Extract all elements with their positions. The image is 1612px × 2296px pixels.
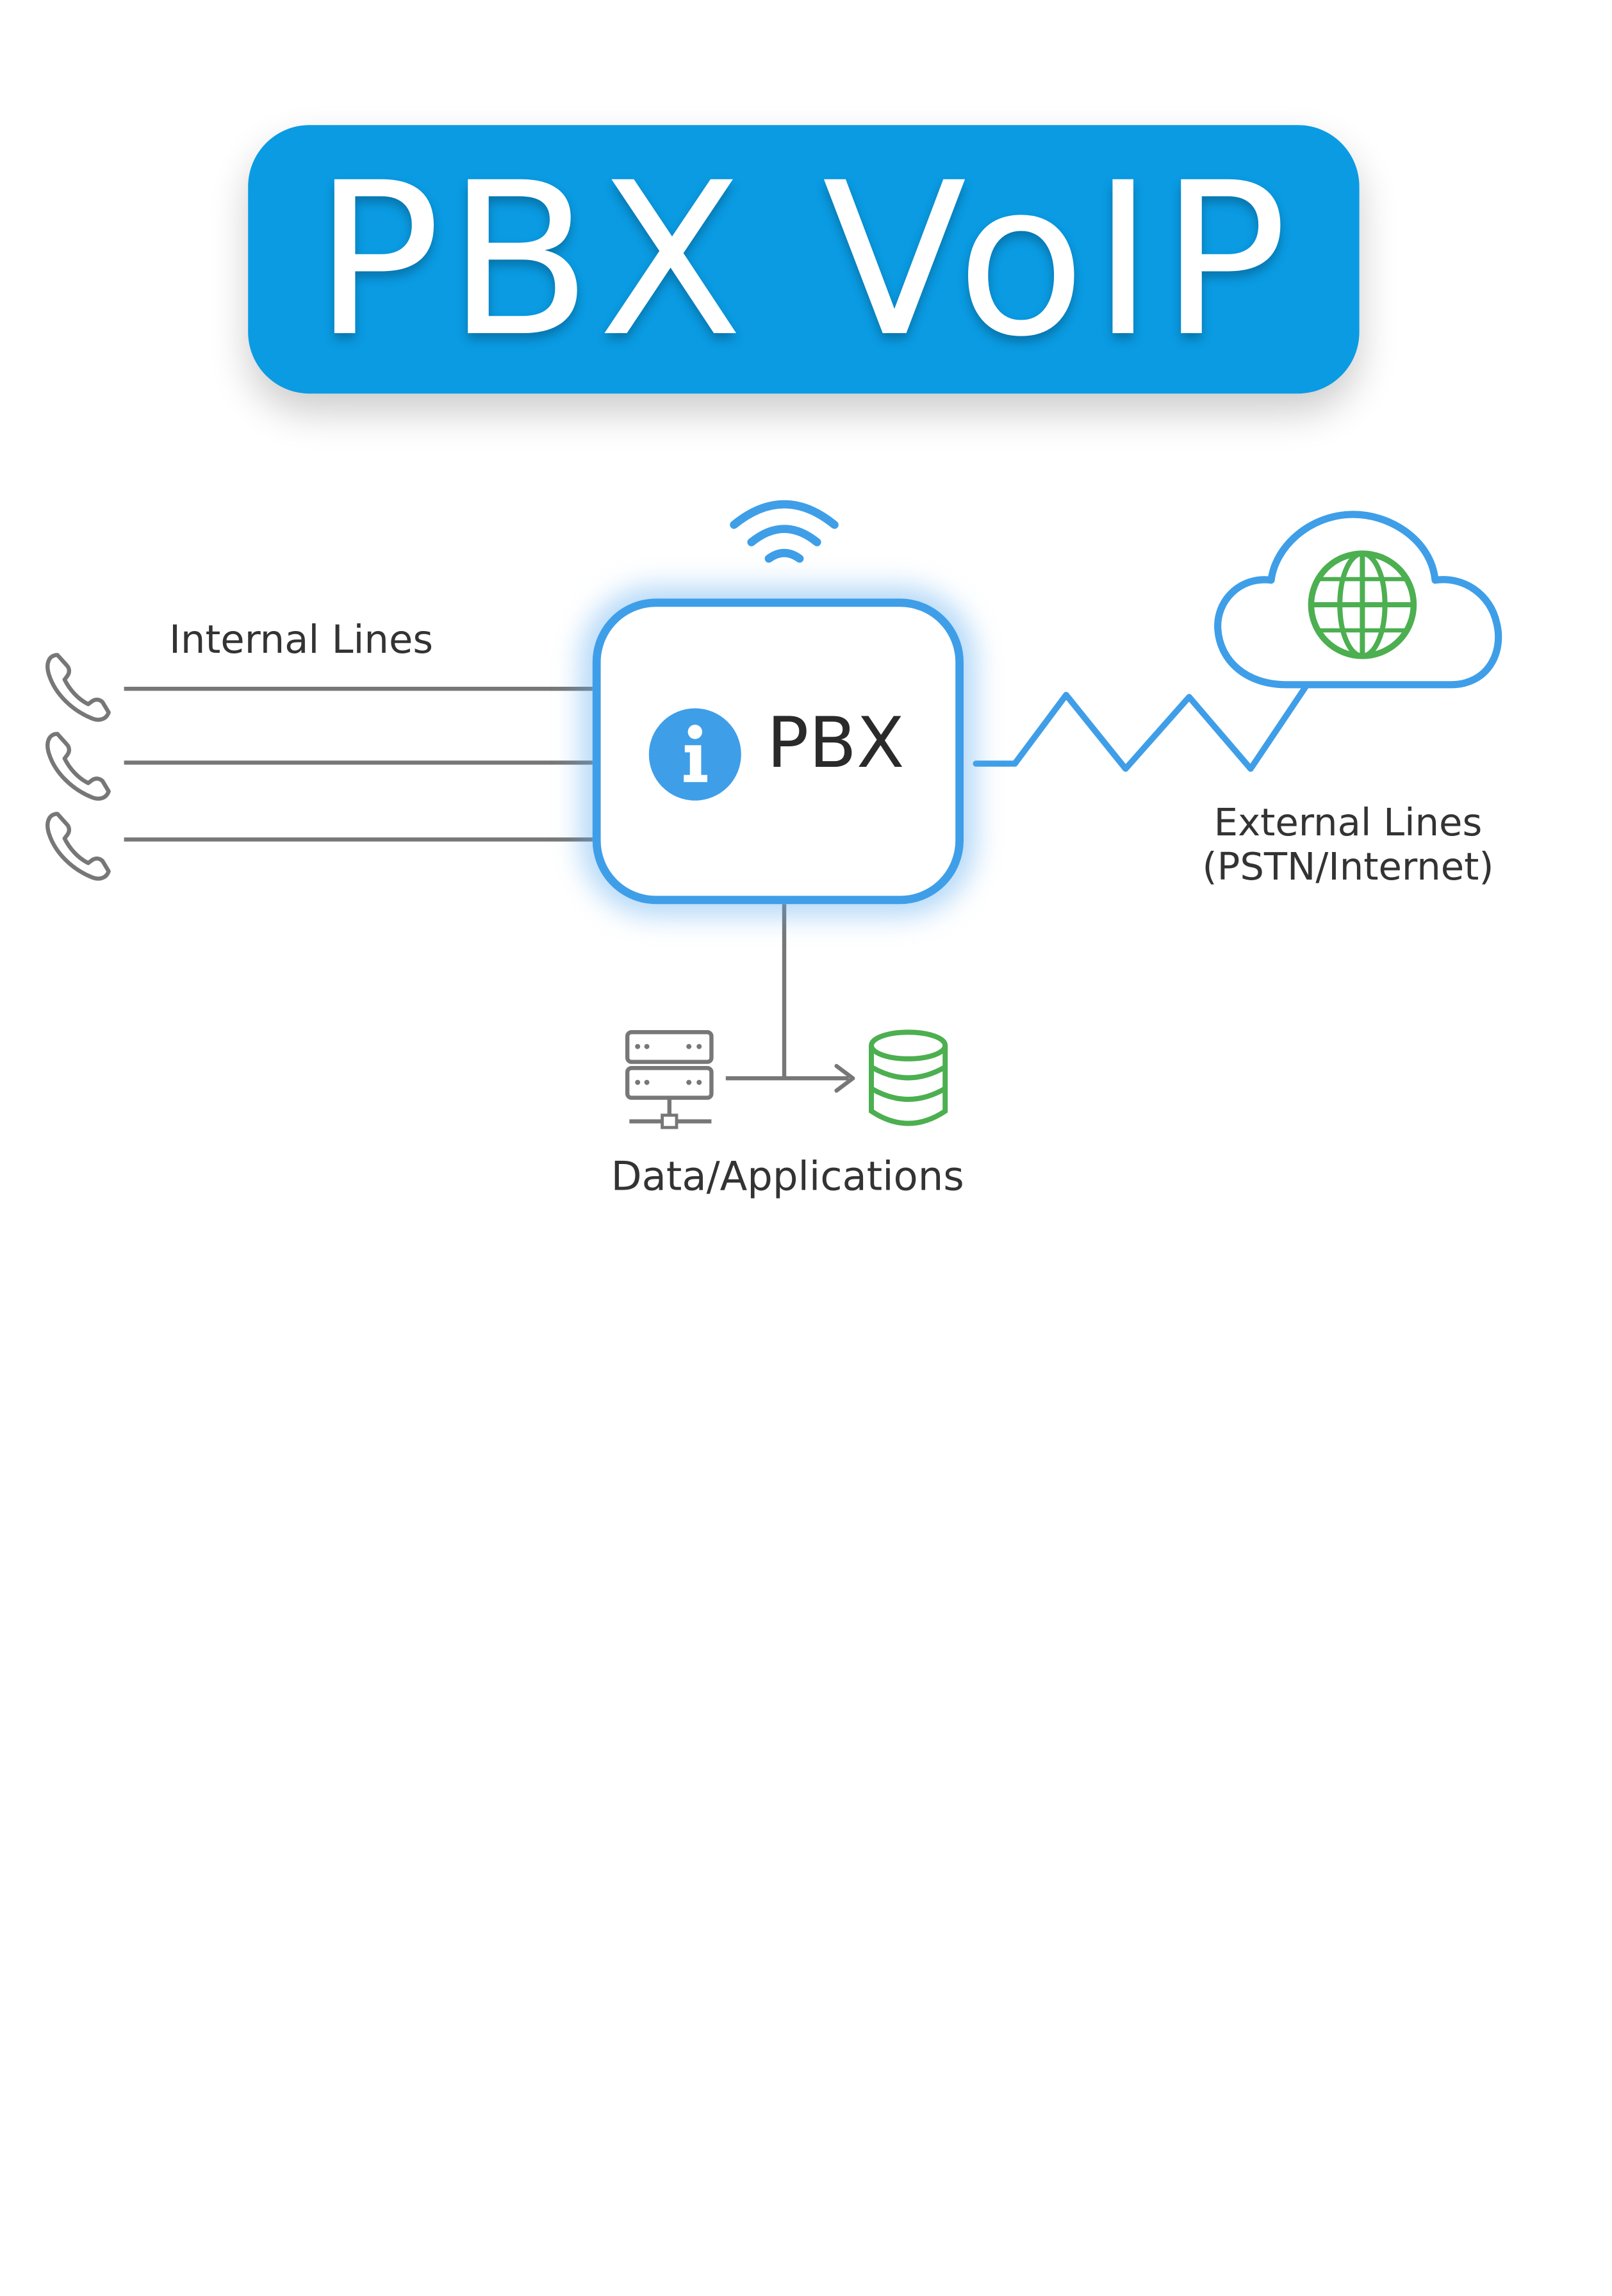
database-icon xyxy=(869,1029,948,1126)
arrow-head-icon xyxy=(834,1063,855,1093)
page-title: PBX VoIP xyxy=(313,137,1294,384)
phone-icon xyxy=(45,653,111,722)
title-banner: PBX VoIP xyxy=(248,125,1360,394)
internal-lines-label: Internal Lines xyxy=(169,617,434,662)
pbx-diagram xyxy=(45,500,1502,1129)
pbx-label: PBX xyxy=(766,703,905,784)
wifi-icon xyxy=(730,500,839,563)
external-lines-label: External Lines (PSTN/Internet) xyxy=(1179,801,1517,889)
phone-icon xyxy=(45,812,111,881)
globe-icon xyxy=(1308,550,1417,659)
cloud-icon xyxy=(1214,511,1502,689)
phone-icon xyxy=(45,732,111,801)
external-lines-label-line2: (PSTN/Internet) xyxy=(1202,844,1494,889)
external-line xyxy=(973,682,1310,772)
info-icon xyxy=(648,708,741,801)
external-lines-label-line1: External Lines xyxy=(1213,800,1483,845)
data-applications-label: Data/Applications xyxy=(611,1154,964,1201)
server-icon xyxy=(625,1030,714,1129)
